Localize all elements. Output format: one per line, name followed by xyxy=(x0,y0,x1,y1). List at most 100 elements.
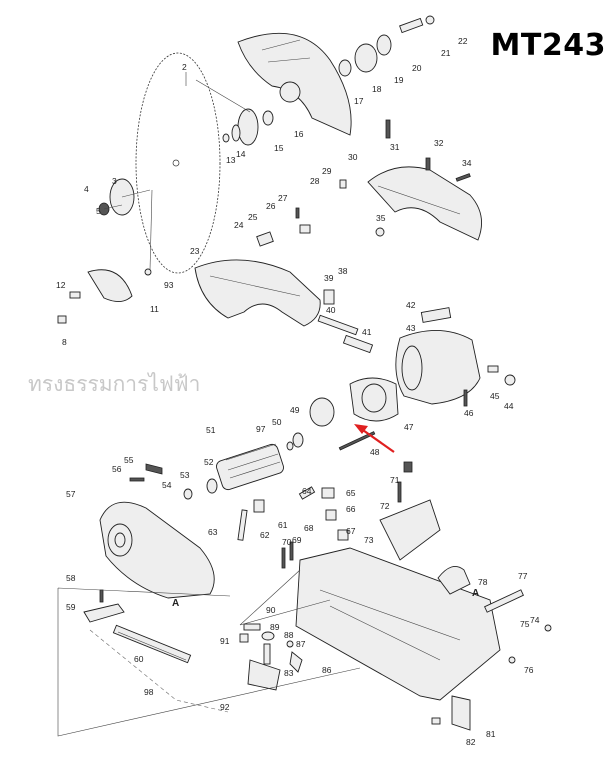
label-55: 55 xyxy=(124,455,134,465)
safety-cover xyxy=(57,268,152,324)
label-40: 40 xyxy=(326,305,336,315)
label-76: 76 xyxy=(524,665,534,675)
label-90: 90 xyxy=(266,605,276,615)
label-48: 48 xyxy=(370,447,380,457)
label-4: 4 xyxy=(84,184,89,194)
label-16: 16 xyxy=(294,129,304,139)
label-38: 38 xyxy=(338,266,348,276)
label-2: 2 xyxy=(182,62,187,72)
armature xyxy=(129,432,304,500)
label-64: 64 xyxy=(302,486,312,496)
label-18: 18 xyxy=(372,84,382,94)
leader-lines xyxy=(57,72,361,737)
label-74: 74 xyxy=(530,615,540,625)
label-46: 46 xyxy=(464,408,474,418)
label-20: 20 xyxy=(412,63,422,73)
label-66: 66 xyxy=(346,504,356,514)
label-68: 68 xyxy=(304,523,314,533)
label-86: 86 xyxy=(322,665,332,675)
label-27: 27 xyxy=(278,193,288,203)
label-8: 8 xyxy=(62,337,67,347)
inner-flange xyxy=(222,108,274,146)
gear-housing xyxy=(99,501,215,599)
label-87: 87 xyxy=(296,639,306,649)
red-arrow xyxy=(354,424,395,453)
label-42: 42 xyxy=(406,300,416,310)
label-73: 73 xyxy=(364,535,374,545)
label-47: 47 xyxy=(404,422,414,432)
label-57: 57 xyxy=(66,489,76,499)
label-72: 72 xyxy=(380,501,390,511)
callout-a-right: A xyxy=(472,588,479,599)
label-82: 82 xyxy=(466,737,476,747)
shaft-parts-top xyxy=(338,15,435,77)
label-59: 59 xyxy=(66,602,76,612)
label-50: 50 xyxy=(272,417,282,427)
label-63: 63 xyxy=(208,527,218,537)
label-23: 23 xyxy=(190,246,200,256)
label-13: 13 xyxy=(226,155,236,165)
field-stator xyxy=(309,377,399,451)
label-67: 67 xyxy=(346,526,356,536)
label-92: 92 xyxy=(220,702,230,712)
label-11: 11 xyxy=(150,304,159,314)
saw-blade xyxy=(135,52,221,274)
label-32: 32 xyxy=(434,138,444,148)
label-28: 28 xyxy=(310,176,320,186)
label-22: 22 xyxy=(458,36,468,46)
label-44: 44 xyxy=(504,401,514,411)
label-17: 17 xyxy=(354,96,364,106)
label-41: 41 xyxy=(362,327,372,337)
label-69: 69 xyxy=(292,535,302,545)
label-54: 54 xyxy=(162,480,172,490)
label-77: 77 xyxy=(518,571,528,581)
label-34: 34 xyxy=(462,158,472,168)
label-53: 53 xyxy=(180,470,190,480)
label-70: 70 xyxy=(282,537,292,547)
label-88: 88 xyxy=(284,630,294,640)
label-56: 56 xyxy=(112,464,122,474)
label-35: 35 xyxy=(376,213,386,223)
base-turntable xyxy=(295,461,552,701)
watermark-text: ทรงธรรมการไฟฟ้า xyxy=(28,372,201,396)
label-26: 26 xyxy=(266,201,276,211)
motor-housing xyxy=(395,307,516,407)
label-21: 21 xyxy=(441,48,451,58)
label-43: 43 xyxy=(406,323,416,333)
label-58: 58 xyxy=(66,573,76,583)
label-49: 49 xyxy=(290,405,300,415)
label-60: 60 xyxy=(134,654,144,664)
label-89: 89 xyxy=(270,622,280,632)
label-12: 12 xyxy=(56,280,66,290)
label-83: 83 xyxy=(284,668,294,678)
shaft-lock-parts xyxy=(237,486,349,569)
handle-assembly xyxy=(367,119,483,241)
label-98: 98 xyxy=(144,687,154,697)
label-30: 30 xyxy=(348,152,358,162)
label-52: 52 xyxy=(204,457,214,467)
label-45: 45 xyxy=(490,391,500,401)
callout-a-left: A xyxy=(172,598,179,609)
label-71: 71 xyxy=(390,475,400,485)
label-61: 61 xyxy=(278,520,288,530)
label-31: 31 xyxy=(390,142,400,152)
switch-parts xyxy=(256,179,347,247)
part-labels: 2 4 3 5 8 11 12 13 14 15 16 17 18 19 20 … xyxy=(56,36,540,747)
label-15: 15 xyxy=(274,143,284,153)
label-75: 75 xyxy=(520,619,530,629)
label-25: 25 xyxy=(248,212,258,222)
label-5: 5 xyxy=(96,206,101,216)
label-14: 14 xyxy=(236,149,246,159)
label-3: 3 xyxy=(112,176,117,186)
label-97: 97 xyxy=(256,424,266,434)
blade-guard xyxy=(237,32,352,136)
label-81: 81 xyxy=(486,729,496,739)
model-title: MT243 xyxy=(490,28,606,63)
label-91: 91 xyxy=(220,636,230,646)
motor-housing-half xyxy=(194,259,321,327)
label-93: 93 xyxy=(164,280,174,290)
label-78: 78 xyxy=(478,577,488,587)
label-51: 51 xyxy=(206,425,216,435)
